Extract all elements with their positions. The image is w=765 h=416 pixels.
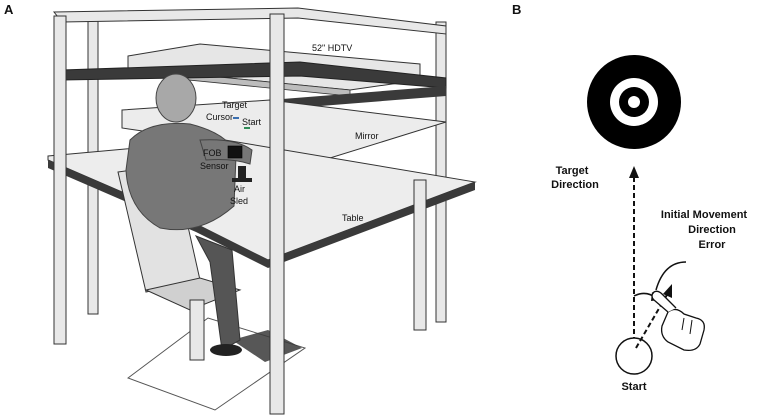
- post-front-center: [269, 13, 285, 415]
- panel-a: A: [4, 2, 477, 415]
- label-start: Start: [242, 117, 262, 127]
- label-imde-1: Initial Movement: [661, 209, 748, 221]
- person-torso: [125, 122, 237, 231]
- person-shoe: [210, 344, 242, 356]
- table-top: [47, 139, 477, 261]
- panel-a-letter: A: [4, 2, 14, 17]
- label-target-direction-2: Direction: [551, 179, 599, 191]
- panel-b: B Target Direction Initial Movement Di: [512, 2, 747, 393]
- air-sled-base: [232, 178, 252, 182]
- label-sensor: Sensor: [200, 161, 229, 171]
- label-sled: Sled: [230, 196, 248, 206]
- movement-direction-line: [635, 292, 669, 349]
- chair-leg: [189, 299, 205, 361]
- label-hdtv: 52" HDTV: [312, 43, 352, 53]
- label-imde-2: Direction: [688, 224, 736, 236]
- person-head: [155, 73, 197, 123]
- panel-b-letter: B: [512, 2, 521, 17]
- label-target-direction-1: Target: [556, 165, 589, 177]
- start-marker: [244, 127, 250, 129]
- frame-top: [52, 7, 447, 35]
- target-center: [628, 96, 640, 108]
- fob-sensor: [227, 145, 243, 159]
- label-mirror: Mirror: [355, 131, 379, 141]
- post-right-front: [413, 179, 427, 331]
- label-fob: FOB: [203, 148, 222, 158]
- cursor-marker: [233, 117, 239, 119]
- label-cursor: Cursor: [206, 112, 233, 122]
- target-direction-arrowhead: [629, 166, 639, 178]
- label-start-b: Start: [621, 381, 646, 393]
- label-table: Table: [342, 213, 364, 223]
- post-front-left: [53, 15, 67, 345]
- label-air: Air: [234, 184, 245, 194]
- air-sled: [238, 166, 246, 180]
- pointing-hand-icon: [651, 290, 705, 352]
- shelf-mid-dark: [270, 86, 446, 110]
- post-back-right: [435, 21, 447, 323]
- movement-direction-arrowhead: [663, 284, 672, 298]
- error-leader-line: [655, 261, 687, 291]
- label-imde-3: Error: [699, 239, 727, 251]
- start-circle: [615, 337, 653, 375]
- label-target: Target: [222, 100, 248, 110]
